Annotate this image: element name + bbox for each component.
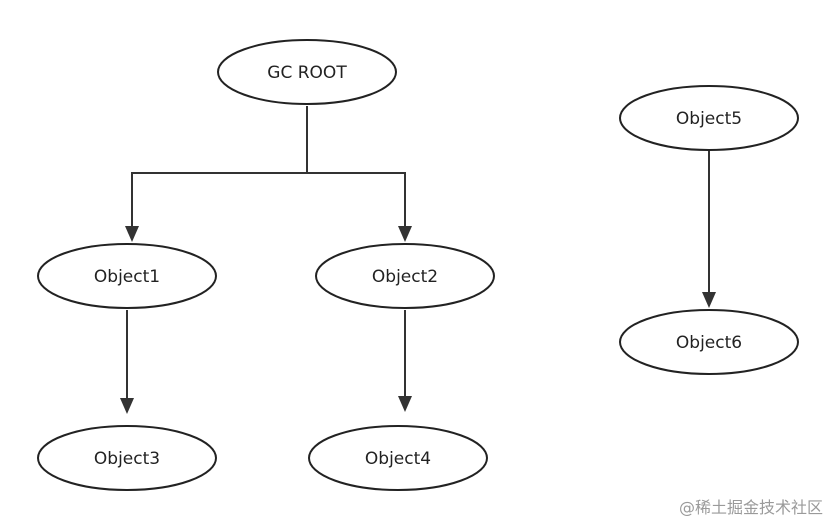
edge-gc-root-to-object2 (307, 172, 406, 228)
node-object3-shape (37, 425, 217, 491)
node-object4: Object4 (308, 425, 488, 491)
node-object5: Object5 (619, 85, 799, 151)
node-object2-label: Object2 (372, 267, 438, 287)
arrowhead-object2 (398, 226, 412, 242)
node-object3-label: Object3 (94, 449, 160, 469)
node-object3: Object3 (37, 425, 217, 491)
node-gc-root: GC ROOT (217, 39, 397, 105)
edges (120, 106, 716, 414)
arrowhead-object1 (125, 226, 139, 242)
edge-gc-root-to-object1 (131, 106, 308, 228)
node-object1: Object1 (37, 243, 217, 309)
node-object4-shape (308, 425, 488, 491)
node-object2: Object2 (315, 243, 495, 309)
node-object1-shape (37, 243, 217, 309)
node-object6-shape (619, 309, 799, 375)
node-object1-label: Object1 (94, 267, 160, 287)
node-object4-label: Object4 (365, 449, 431, 469)
node-gc-root-label: GC ROOT (267, 63, 347, 83)
node-object5-shape (619, 85, 799, 151)
node-object5-label: Object5 (676, 109, 742, 129)
node-gc-root-shape (217, 39, 397, 105)
node-object2-shape (315, 243, 495, 309)
arrowhead-object6 (702, 292, 716, 308)
arrowhead-object3 (120, 398, 134, 414)
watermark: @稀土掘金技术社区 (678, 498, 823, 517)
node-object6-label: Object6 (676, 333, 742, 353)
node-object6: Object6 (619, 309, 799, 375)
arrowhead-object4 (398, 396, 412, 412)
